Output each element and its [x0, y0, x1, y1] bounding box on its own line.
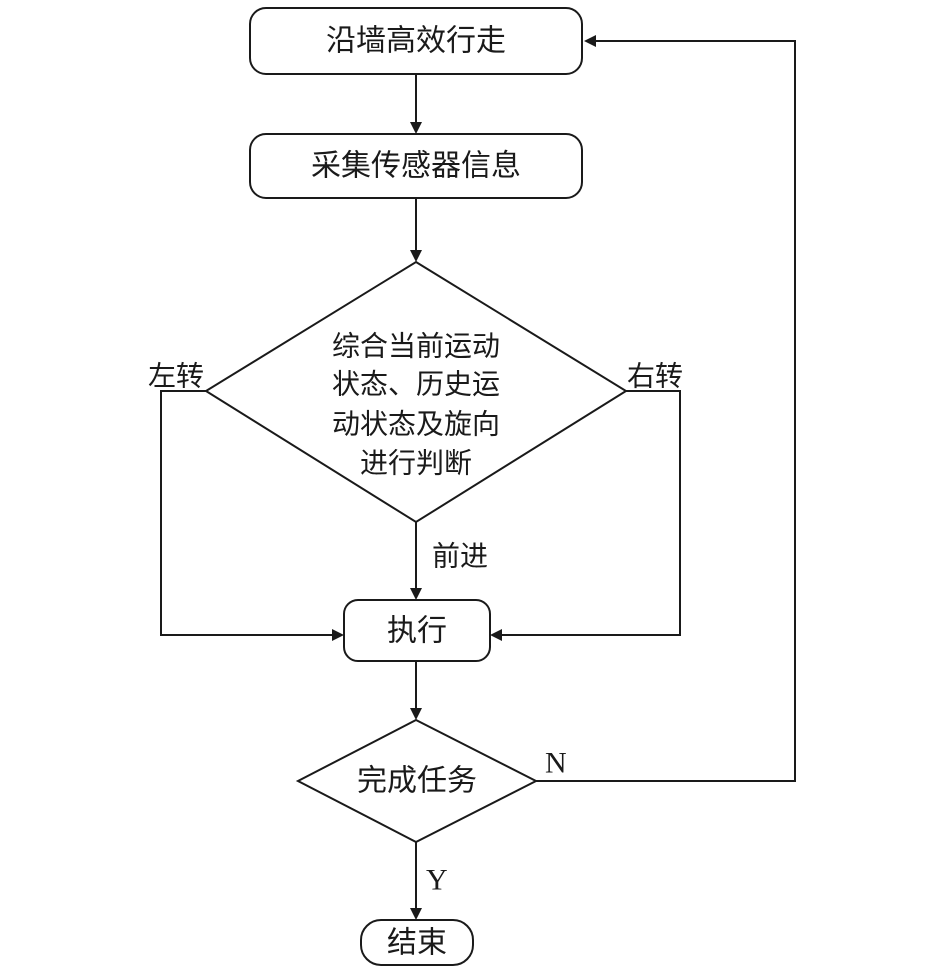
- arrowhead-collect-to-judge: [410, 250, 422, 262]
- edge-no-loop: [536, 40, 796, 782]
- node-execute: 执行: [343, 599, 491, 662]
- node-judge-line-2: 状态、历史运: [332, 368, 500, 401]
- node-judge-line-3: 动状态及旋向: [332, 408, 500, 441]
- node-complete: 完成任务: [295, 718, 539, 844]
- node-judge-line-1: 综合当前运动: [332, 330, 500, 363]
- arrowhead-no-loop: [584, 35, 596, 47]
- arrowhead-right-turn: [490, 629, 502, 641]
- arrowhead-execute-to-complete: [410, 708, 422, 720]
- node-walk-shape: [249, 7, 583, 75]
- edge-right-turn: [502, 390, 681, 636]
- edge-left-turn: [160, 390, 332, 636]
- node-execute-shape: [343, 599, 491, 662]
- node-end-shape: [360, 919, 474, 966]
- node-walk-label: 沿墙高效行走: [326, 24, 506, 59]
- edge-label-right-turn: 右转: [627, 360, 683, 393]
- edge-label-left-turn: 左转: [148, 360, 204, 393]
- edge-label-no: N: [545, 747, 567, 780]
- node-judge-shape: [204, 260, 628, 524]
- node-end: 结束: [360, 919, 474, 966]
- node-collect-label: 采集传感器信息: [311, 149, 521, 184]
- node-complete-label: 完成任务: [357, 764, 477, 799]
- arrowhead-left-turn: [332, 629, 344, 641]
- edge-label-yes: Y: [426, 864, 448, 897]
- node-collect-shape: [249, 133, 583, 199]
- node-complete-shape: [295, 718, 539, 844]
- node-execute-label: 执行: [387, 614, 447, 649]
- node-judge: 综合当前运动 状态、历史运 动状态及旋向 进行判断: [204, 260, 628, 524]
- node-end-label: 结束: [387, 926, 447, 961]
- edge-label-forward: 前进: [432, 540, 488, 573]
- node-judge-line-4: 进行判断: [360, 447, 472, 480]
- node-collect: 采集传感器信息: [249, 133, 583, 199]
- node-walk: 沿墙高效行走: [249, 7, 583, 75]
- arrowhead-walk-to-collect: [410, 122, 422, 134]
- arrowhead-judge-to-execute: [410, 588, 422, 600]
- arrowhead-complete-to-end: [410, 908, 422, 920]
